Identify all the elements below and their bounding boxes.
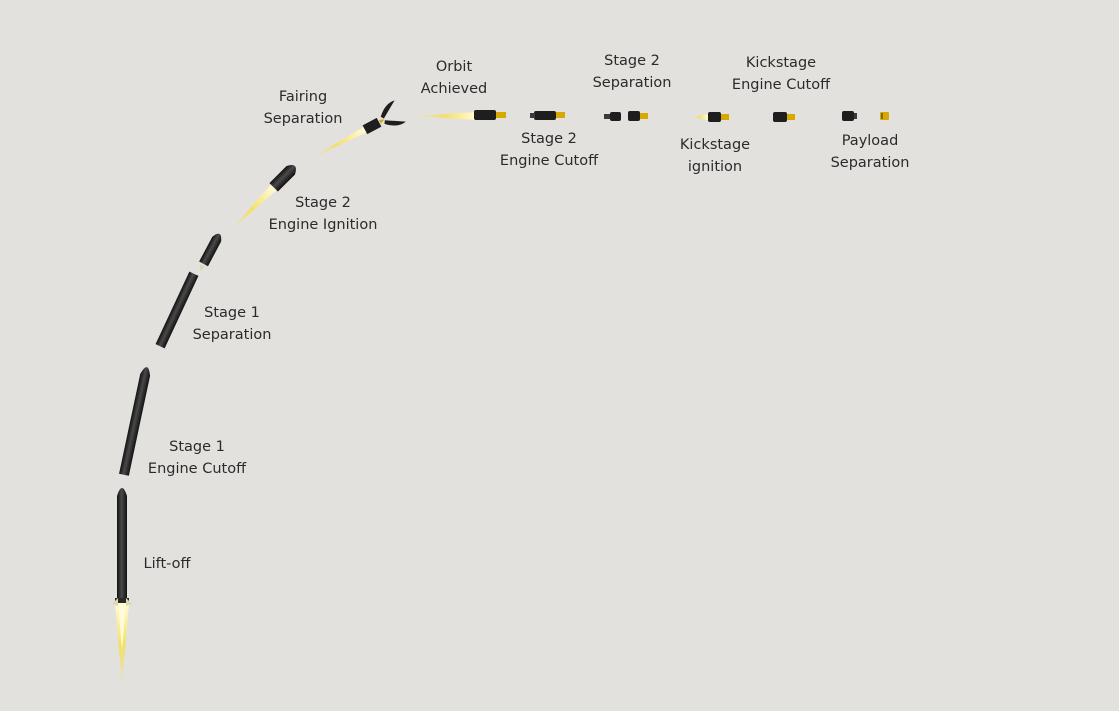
- rocket-orbit-achieved: [414, 110, 506, 120]
- rocket-stage-2-separation: [604, 111, 648, 121]
- label-stage-2-separation: Stage 2 Separation: [592, 53, 672, 91]
- rocket-payload-separation: [842, 111, 889, 121]
- rocket-stage-1-engine-cutoff: [119, 367, 151, 476]
- rocket-kickstage-engine-cutoff: [773, 112, 795, 122]
- rocket-stage-1-separation-lower: [155, 271, 199, 349]
- rocket-lift-off: [112, 488, 132, 688]
- rocket-stage-2-engine-cutoff: [530, 111, 565, 120]
- rocket-fairing-separation: [308, 100, 406, 160]
- label-payload-separation: Payload Separation: [830, 133, 910, 171]
- label-orbit-achieved: Orbit Achieved: [420, 59, 488, 97]
- label-fairing-separation: Fairing Separation: [263, 89, 343, 127]
- label-kickstage-ignition: Kickstage ignition: [679, 137, 751, 175]
- label-stage-1-separation: Stage 1 Separation: [192, 305, 272, 343]
- label-stage-1-engine-cutoff: Stage 1 Engine Cutoff: [147, 439, 247, 477]
- label-stage-2-engine-cutoff: Stage 2 Engine Cutoff: [499, 131, 599, 169]
- label-lift-off: Lift-off: [143, 556, 191, 572]
- label-kickstage-engine-cutoff: Kickstage Engine Cutoff: [731, 55, 831, 93]
- rocket-stage-1-separation-upper: [199, 233, 222, 271]
- label-stage-2-engine-ignition: Stage 2 Engine Ignition: [268, 195, 378, 233]
- rocket-kickstage-ignition: [692, 112, 729, 122]
- rocket-stage-2-engine-ignition: [229, 165, 296, 232]
